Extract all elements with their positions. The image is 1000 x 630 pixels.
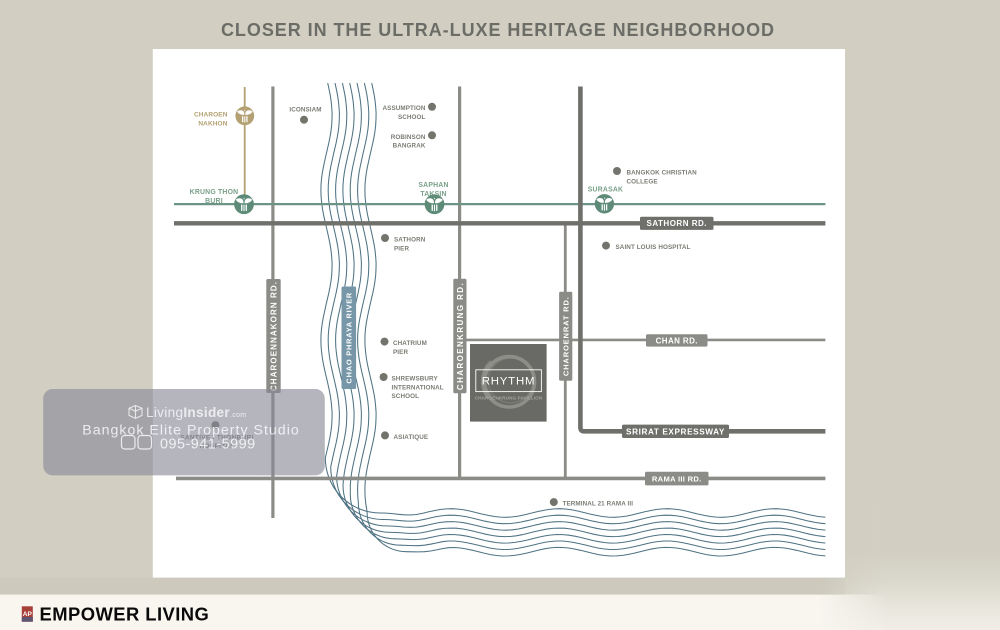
svg-text:AP: AP (23, 611, 33, 618)
svg-text:SAPHAN: SAPHAN (418, 182, 448, 189)
svg-text:COLLEGE: COLLEGE (627, 178, 658, 185)
svg-text:CHATRIUM: CHATRIUM (393, 340, 427, 347)
svg-text:EMPOWER LIVING: EMPOWER LIVING (40, 603, 210, 624)
svg-text:TERMINAL 21 RAMA III: TERMINAL 21 RAMA III (563, 501, 634, 508)
svg-text:SCHOOL: SCHOOL (392, 393, 420, 400)
svg-text:CHAROENNAKORN RD.: CHAROENNAKORN RD. (269, 281, 278, 391)
svg-text:CHAO PHRAYA RIVER: CHAO PHRAYA RIVER (344, 292, 353, 384)
svg-text:INTERNATIONAL: INTERNATIONAL (392, 384, 444, 391)
svg-text:PIER: PIER (393, 349, 408, 356)
svg-text:LivingInsider.com: LivingInsider.com (146, 405, 246, 420)
svg-text:PIER: PIER (394, 245, 409, 252)
svg-text:095-941-5999: 095-941-5999 (160, 437, 256, 453)
svg-text:BURI: BURI (205, 198, 223, 205)
svg-text:ASSUMPTION: ASSUMPTION (383, 105, 426, 112)
svg-text:NAKHON: NAKHON (198, 120, 227, 127)
svg-text:KRUNG THON: KRUNG THON (190, 189, 239, 196)
svg-text:Bangkok Elite Property Studio: Bangkok Elite Property Studio (82, 423, 299, 439)
svg-text:BANGRAK: BANGRAK (393, 143, 426, 150)
svg-text:CHAROEN: CHAROEN (194, 112, 228, 119)
svg-text:SURASAK: SURASAK (588, 187, 623, 194)
svg-text:SRIRAT EXPRESSWAY: SRIRAT EXPRESSWAY (626, 427, 725, 436)
svg-text:RHYTHM: RHYTHM (482, 375, 536, 387)
svg-text:SATHORN RD.: SATHORN RD. (647, 219, 707, 228)
svg-text:CLOSER IN THE ULTRA-LUXE HERIT: CLOSER IN THE ULTRA-LUXE HERITAGE NEIGHB… (221, 20, 775, 40)
svg-text:CHAROENKRUNG RD.: CHAROENKRUNG RD. (456, 282, 465, 390)
svg-text:ROBINSON: ROBINSON (391, 134, 426, 141)
svg-text:SAINT LOUIS HOSPITAL: SAINT LOUIS HOSPITAL (616, 244, 691, 251)
svg-text:CHAROENKRUNG PAVILLION: CHAROENKRUNG PAVILLION (475, 395, 543, 400)
svg-text:BANGKOK CHRISTIAN: BANGKOK CHRISTIAN (627, 170, 698, 177)
svg-text:ICONSIAM: ICONSIAM (289, 107, 321, 114)
svg-text:RAMA III RD.: RAMA III RD. (652, 474, 702, 483)
svg-text:TAKSIN: TAKSIN (420, 191, 446, 198)
svg-text:CHAROENRAT RD.: CHAROENRAT RD. (561, 296, 570, 376)
svg-text:CHAN RD.: CHAN RD. (656, 336, 698, 345)
svg-text:ASIATIQUE: ASIATIQUE (394, 434, 429, 441)
svg-text:SATHORN: SATHORN (394, 237, 426, 244)
svg-text:SCHOOL: SCHOOL (398, 114, 426, 121)
svg-text:SHREWSBURY: SHREWSBURY (392, 376, 439, 383)
